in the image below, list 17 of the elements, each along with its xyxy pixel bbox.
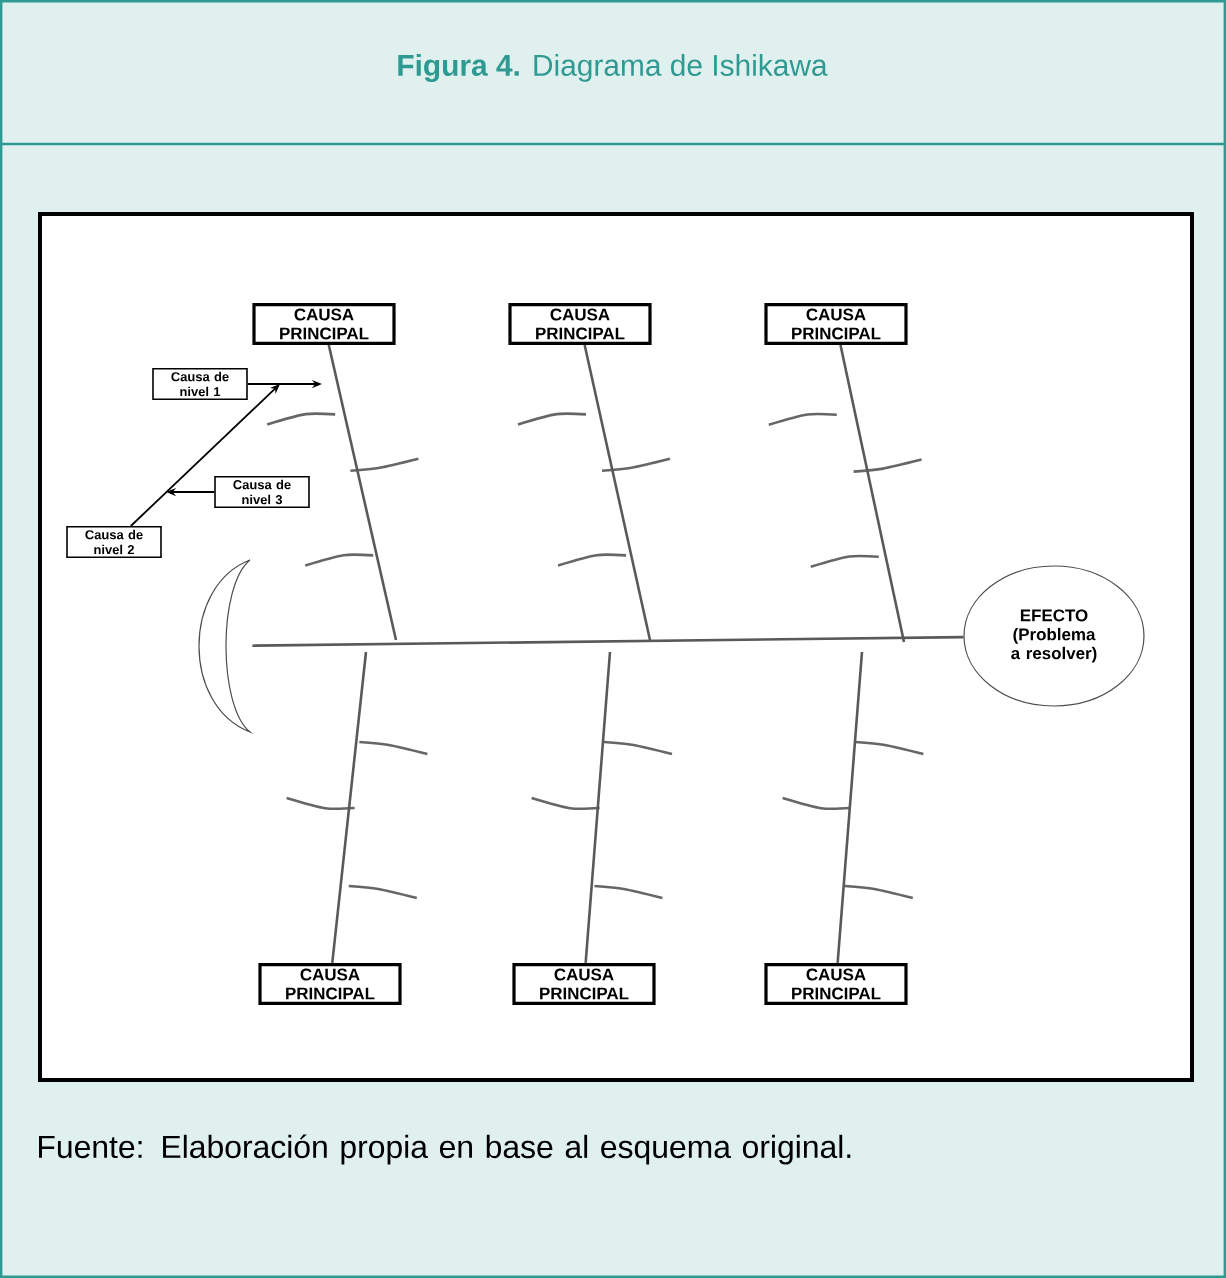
fish-tail	[198, 559, 251, 733]
bone-line	[583, 344, 652, 641]
figure-title: Figura 4. Diagrama de Ishikawa	[398, 54, 828, 82]
cause-box: CAUSA PRINCIPAL	[764, 962, 908, 1006]
bone-line	[836, 651, 864, 964]
caption: Fuente: Elaboración propia en base al esquema original.	[39, 1134, 851, 1165]
bone-line	[331, 651, 368, 964]
cause-box: CAUSA PRINCIPAL	[764, 302, 908, 346]
cause-box: CAUSA PRINCIPAL	[512, 962, 656, 1006]
arrow	[129, 384, 280, 527]
cause-box: CAUSA PRINCIPAL	[252, 302, 396, 346]
spine-line	[252, 635, 964, 647]
bone-line	[327, 344, 398, 641]
bone-line	[839, 344, 906, 643]
bone-line	[584, 651, 612, 964]
cause-box: CAUSA PRINCIPAL	[508, 302, 652, 346]
cause-box: CAUSA PRINCIPAL	[258, 962, 402, 1006]
